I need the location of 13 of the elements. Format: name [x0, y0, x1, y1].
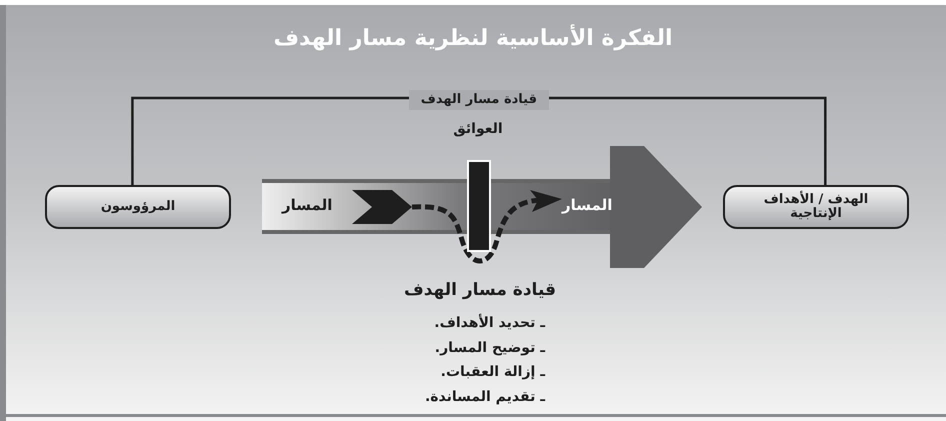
title: الفكرة الأساسية لنظرية مسار الهدف — [272, 26, 674, 51]
process-box: المرؤوسون — [45, 185, 231, 229]
list-item: ـ تقديم المساندة. — [424, 389, 545, 405]
edge-label: قيادة مسار الهدف — [408, 90, 549, 110]
list-item: ـ تحديد الأهداف. — [434, 315, 545, 331]
list-item: ـ إزالة العقبات. — [440, 364, 545, 380]
path-label: المسار — [282, 196, 332, 214]
path-label: المسار — [562, 196, 612, 214]
list-heading: قيادة مسار الهدف — [404, 280, 556, 300]
process-box: الهدف / الأهداف الإنتاجية — [723, 185, 909, 229]
obstacle-label: العوائق — [453, 121, 503, 137]
obstacle-bar — [467, 160, 491, 252]
list-item: ـ توضيح المسار. — [434, 340, 545, 356]
